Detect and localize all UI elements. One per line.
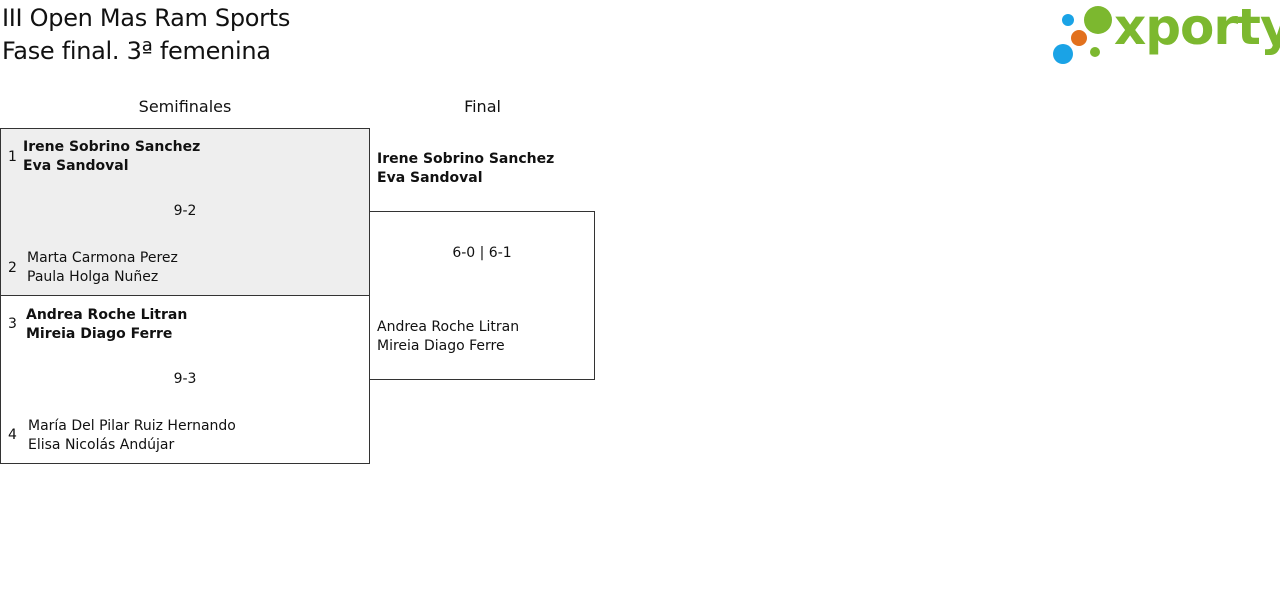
semifinal-match-1: 1 Irene Sobrino Sanchez Eva Sandoval 9-2… <box>0 128 370 296</box>
player-name: Eva Sandoval <box>23 158 129 174</box>
player-name: Andrea Roche Litran <box>26 307 188 323</box>
match-score: 9-2 <box>173 203 197 219</box>
logo-dot-blue-small <box>1062 14 1074 26</box>
logo-dot-orange <box>1071 30 1087 46</box>
logo-dot-green <box>1084 6 1112 34</box>
seed-number: 2 <box>8 260 17 276</box>
seed-number: 1 <box>8 149 17 165</box>
player-name: Mireia Diago Ferre <box>377 338 505 354</box>
tournament-name: III Open Mas Ram Sports <box>2 4 291 32</box>
team-entry: Irene Sobrino Sanchez Eva Sandoval <box>23 138 200 176</box>
logo-dot-green-small <box>1090 47 1100 57</box>
final-team-entry: Andrea Roche Litran Mireia Diago Ferre <box>377 318 519 356</box>
page-title: III Open Mas Ram Sports Fase final. 3ª f… <box>2 2 290 68</box>
team-entry: María Del Pilar Ruiz Hernando Elisa Nico… <box>28 417 236 455</box>
team-entry: Marta Carmona Perez Paula Holga Nuñez <box>27 249 178 287</box>
player-name: Irene Sobrino Sanchez <box>23 139 201 155</box>
player-name: Elisa Nicolás Andújar <box>28 437 175 453</box>
final-team-entry: Irene Sobrino Sanchez Eva Sandoval <box>377 150 554 188</box>
player-name: Andrea Roche Litran <box>377 319 520 335</box>
seed-number: 4 <box>8 427 17 443</box>
xporty-logo: xporty <box>1050 0 1280 66</box>
player-name: Mireia Diago Ferre <box>26 326 173 342</box>
player-name: Irene Sobrino Sanchez <box>377 151 555 167</box>
semifinals-header: Semifinales <box>138 97 232 116</box>
player-name: Paula Holga Nuñez <box>27 269 159 285</box>
seed-number: 3 <box>8 316 17 332</box>
player-name: Eva Sandoval <box>377 170 483 186</box>
final-match: 6-0 | 6-1 Andrea Roche Litran Mireia Dia… <box>369 211 595 380</box>
final-header: Final <box>464 97 501 116</box>
player-name: María Del Pilar Ruiz Hernando <box>28 418 236 434</box>
logo-dot-blue-large <box>1053 44 1073 64</box>
team-entry: Andrea Roche Litran Mireia Diago Ferre <box>26 306 187 344</box>
match-score: 6-0 | 6-1 <box>452 245 512 261</box>
phase-title: Fase final. 3ª femenina <box>2 37 271 65</box>
logo-wordmark: xporty <box>1114 0 1280 56</box>
player-name: Marta Carmona Perez <box>27 250 178 266</box>
semifinal-match-2: 3 Andrea Roche Litran Mireia Diago Ferre… <box>0 295 370 464</box>
match-score: 9-3 <box>173 371 197 387</box>
